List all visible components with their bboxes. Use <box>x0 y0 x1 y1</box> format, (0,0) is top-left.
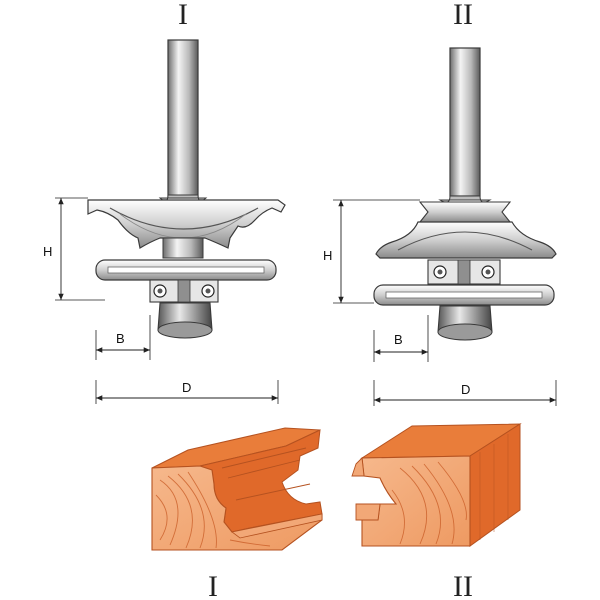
bit-ii-label: II <box>453 0 473 31</box>
bit-i-cutter-curve <box>109 207 259 230</box>
bit-ii-h-label: H <box>323 248 332 263</box>
bit-ii-shoulder <box>438 195 492 203</box>
bit-ii-collar <box>418 201 512 223</box>
bearing-icon <box>427 259 501 285</box>
wood-profile-icon <box>351 423 522 547</box>
bearing-icon <box>149 279 219 303</box>
bit-i-b-label: B <box>116 331 125 346</box>
bit-ii-cutter-curve <box>397 231 533 251</box>
bit-i-d-label: D <box>182 380 191 395</box>
bit-i-h-label: H <box>43 244 52 259</box>
bit-ii-d-label: D <box>461 382 470 397</box>
bit-i-dimensions: H B D <box>43 197 279 404</box>
profile-ii-label: II <box>453 570 473 600</box>
router-bit-icon <box>373 47 557 341</box>
bit-ii-cutter <box>375 221 557 259</box>
profile-ii-end <box>361 455 471 547</box>
wood-profile-icon <box>151 427 323 551</box>
bit-ii-shank <box>449 47 481 197</box>
profile-i-label: I <box>208 570 218 600</box>
bit-i-hub <box>162 237 204 259</box>
bit-i-label: I <box>178 0 188 31</box>
router-bit-icon <box>87 39 286 339</box>
bit-i-cutter <box>87 199 286 249</box>
bit-ii-b-label: B <box>394 332 403 347</box>
bit-ii-dimensions: H B D <box>323 199 557 406</box>
bit-i-shank <box>167 39 199 199</box>
